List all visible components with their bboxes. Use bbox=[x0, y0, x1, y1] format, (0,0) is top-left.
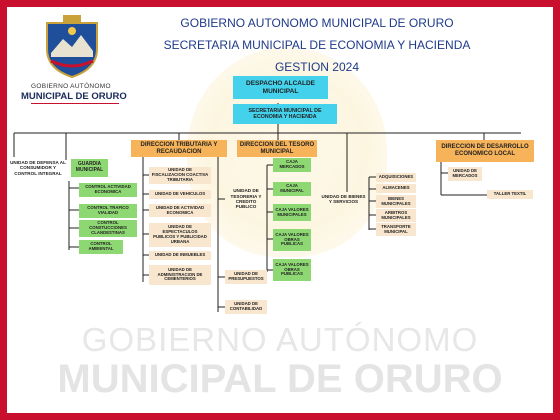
org-control-actividad-economica: CONTROL ACTIVIDAD ECONOMICA bbox=[79, 183, 137, 197]
org-unidad-vehiculos: UNIDAD DE VEHICULOS bbox=[149, 190, 211, 199]
title-line-1: GOBIERNO AUTONOMO MUNICIPAL DE ORURO bbox=[180, 16, 454, 30]
org-direccion-tesoro: DIRECCION DEL TESORO MUNICIPAL bbox=[237, 140, 317, 157]
org-caja-municipal: CAJA MUNICIPAL bbox=[273, 182, 311, 196]
logo-big-text: MUNICIPAL DE ORURO bbox=[21, 91, 127, 102]
org-adquisiciones: ADQUISICIONES bbox=[376, 173, 416, 182]
org-guardia-municipal: GUARDIA MUNICIPAL bbox=[71, 159, 108, 177]
org-despacho-alcalde: DESPACHO ALCALDE MUNICIPAL bbox=[233, 76, 328, 99]
watermark-line-1: GOBIERNO AUTÓNOMO bbox=[81, 321, 479, 358]
org-unidad-defensa-consumidor: UNIDAD DE DEFENSA AL CONSUMIDOR Y CONTRO… bbox=[10, 160, 66, 176]
org-unidad-bienes-servicios: UNIDAD DE BIENES Y SERVICIOS bbox=[321, 193, 366, 204]
org-control-construcciones: CONTROL CONSTUCCIONES CLANDESTINAS bbox=[79, 220, 137, 237]
org-unidad-presupuestos: UNIDAD DE PRESUPUESTOS bbox=[225, 270, 267, 284]
org-caja-valores-municipales: CAJA VALORES MUNICIPALES bbox=[273, 204, 311, 221]
org-unidad-mercados: UNIDAD DE MERCADOS bbox=[448, 167, 482, 181]
org-control-ambiental: CONTROL AMBIENTAL bbox=[79, 240, 123, 254]
org-caja-mercados: CAJA MERCADOS bbox=[273, 158, 311, 172]
org-direccion-desarrollo: DIRECCION DE DESARROLLO ECONOMICO LOCAL bbox=[436, 140, 534, 162]
logo-small-text: GOBIERNO AUTÓNOMO bbox=[31, 83, 111, 90]
watermark-line-2: MUNICIPAL DE ORURO bbox=[57, 357, 503, 401]
org-unidad-tesoreria: UNIDAD DE TESORERIA Y CREDITO PUBLICO bbox=[230, 188, 262, 210]
org-bienes-municipales: BIENES MUNICIPALES bbox=[376, 195, 416, 208]
org-direccion-tributaria: DIRECCION TRIBUTARIA Y RECAUDACION bbox=[131, 140, 227, 157]
org-almacenes: ALMACENES bbox=[376, 184, 416, 193]
org-secretaria: SECRETARIA MUNICIPAL DE ECONOMIA Y HACIE… bbox=[233, 104, 337, 124]
org-unidad-cementerios: UNIDAD DE ADMINISTRACION DE CEMENTERIOS bbox=[149, 265, 211, 285]
logo-underline bbox=[31, 103, 119, 104]
org-caja-valores-obras-2: CAJA VALORES OBRAS PUBLICAS bbox=[273, 259, 311, 281]
org-unidad-actividad-economica: UNIDAD DE ACTIVIDAD ECONOMICA bbox=[149, 204, 211, 217]
title-line-3: GESTION 2024 bbox=[274, 60, 360, 74]
org-unidad-fiscalizacion: UNIDAD DE FISCALIZACION COACTIVA TRIBUTA… bbox=[149, 167, 211, 184]
title-line-2: SECRETARIA MUNICIPAL DE ECONOMIA Y HACIE… bbox=[163, 38, 471, 52]
org-taller-textil: TALLER TEXTIL bbox=[487, 190, 533, 199]
org-unidad-inmuebles: UNIDAD DE INMUEBLES bbox=[149, 251, 211, 260]
org-control-trafico-vialidad: CONTROL TRAFICO VIALIDAD bbox=[79, 204, 137, 218]
org-unidad-espectaculos: UNIDAD DE ESPECTACULOS PUBLICOS Y PUBLIC… bbox=[149, 223, 211, 247]
coat-of-arms-icon bbox=[46, 15, 98, 79]
org-unidad-contabilidad: UNIDAD DE CONTABILIDAD bbox=[225, 300, 267, 314]
org-arbitros-municipales: ARBITROS MUNICIPALES bbox=[376, 209, 416, 222]
connector-lines bbox=[13, 103, 521, 312]
org-transporte-municipal: TRANSPORTE MUNICIPAL bbox=[376, 223, 416, 236]
org-caja-valores-obras-1: CAJA VALORES OBRAS PUBLICAS bbox=[273, 229, 311, 251]
